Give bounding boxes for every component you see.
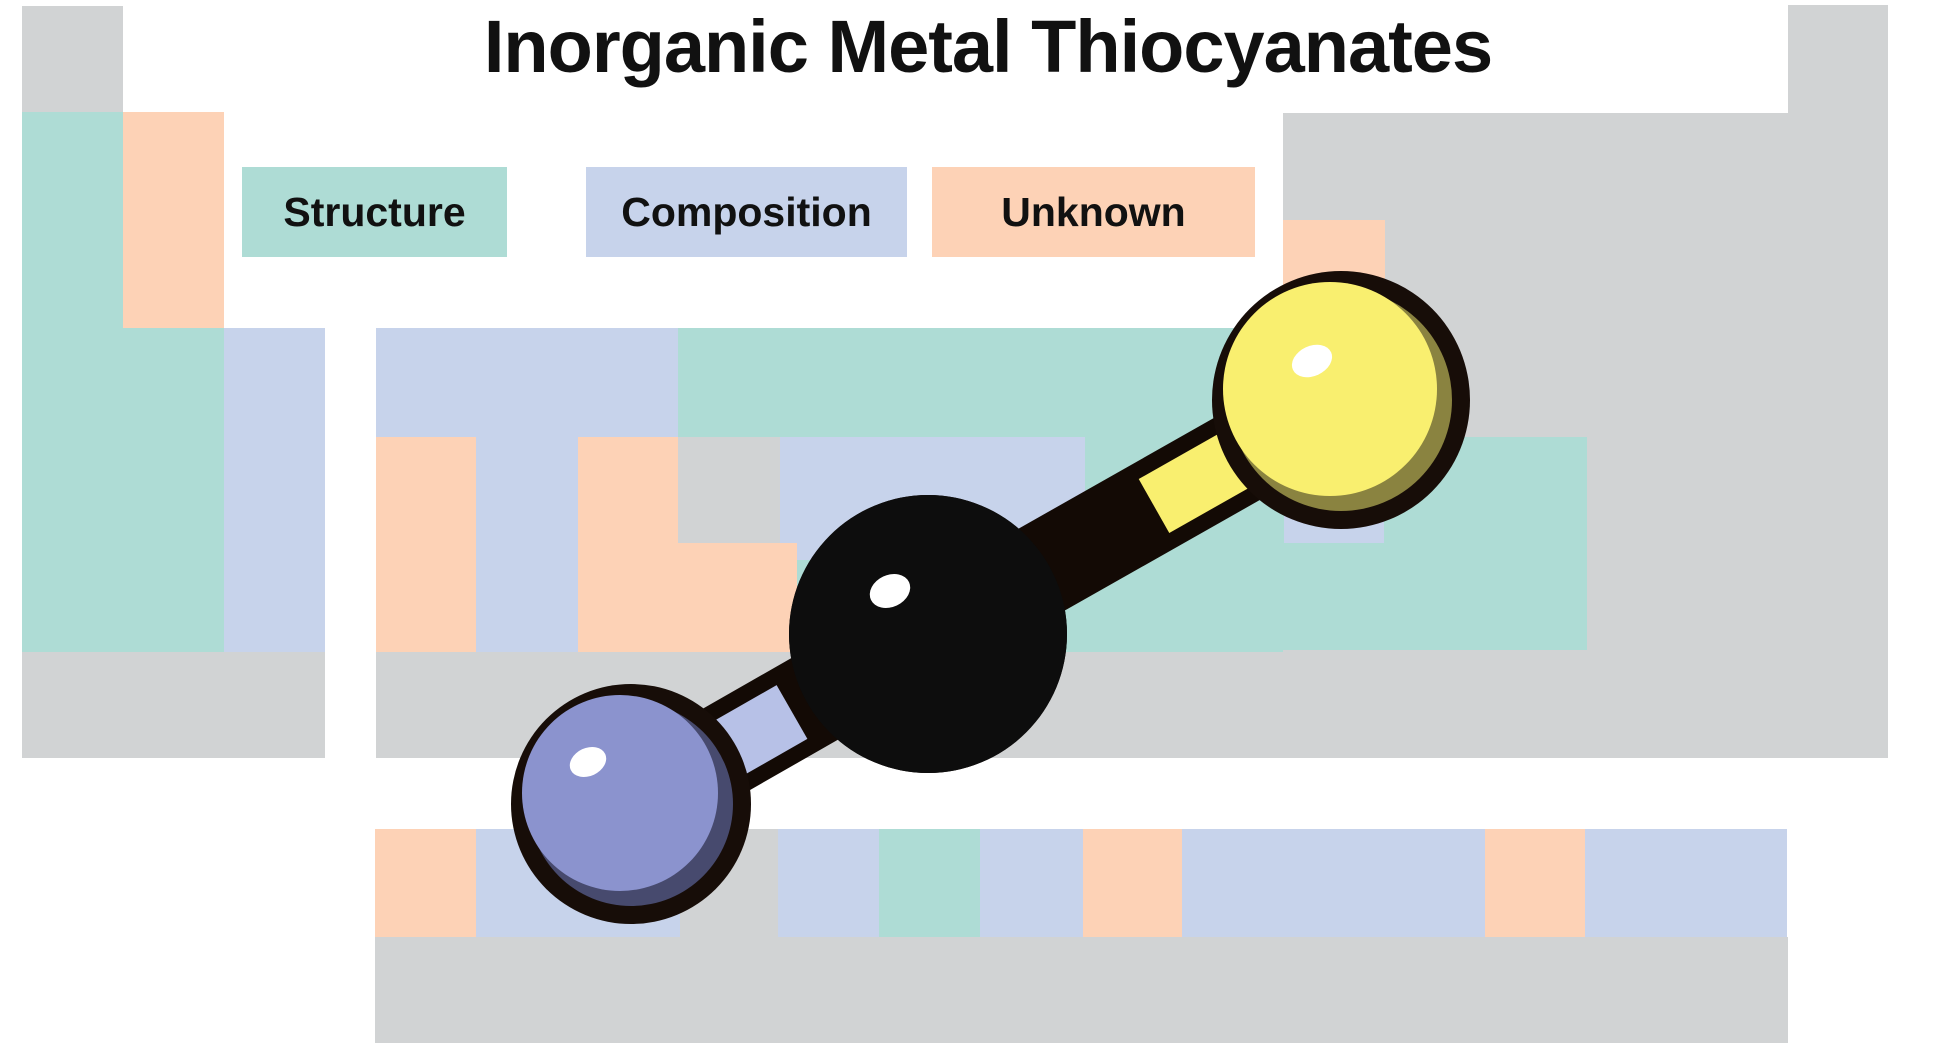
periodic-block-bottomrow-blue-5 [1585,829,1787,937]
legend-item-structure: Structure [242,167,507,257]
periodic-block-bottomrow-peach-3 [1485,829,1585,937]
legend-label: Unknown [1001,188,1186,235]
periodic-block-helium-column [1788,5,1888,113]
periodic-block-mid-peach-col-1 [376,437,476,652]
periodic-block-bottomrow-peach-1 [375,829,476,937]
page-title: Inorganic Metal Thiocyanates [483,5,1493,88]
periodic-block-mid-blue-block [780,437,1085,560]
periodic-block-group2-column [123,112,224,328]
legend-item-unknown: Unknown [932,167,1255,257]
legend-label: Composition [621,188,872,235]
periodic-block-bottomrow-teal-1 [879,829,980,937]
periodic-block-hydrogen-cell [22,6,123,112]
periodic-block-bottomrow-blue-1 [476,829,680,937]
periodic-block-right-gray-block [1283,113,1888,758]
periodic-block-bottomrow-gray-1 [680,829,778,937]
periodic-block-group1-column [22,112,123,328]
periodic-block-mid-gray-square [678,437,780,543]
periodic-block-mid-peach-col-2 [578,437,678,652]
periodic-block-left-footer [22,652,325,758]
periodic-block-right-blue-square [1284,462,1384,543]
periodic-block-left-blue-column [224,328,325,652]
periodic-block-bottomrow-gray-base [375,937,1788,1043]
periodic-block-bottomrow-blue-3 [980,829,1083,937]
periodic-block-bottomrow-blue-4 [1182,829,1485,937]
periodic-block-right-peach-square [1283,220,1385,320]
periodic-block-mid-footer [376,652,1283,758]
legend-item-composition: Composition [586,167,907,257]
legend-label: Structure [283,188,466,235]
periodic-block-bottomrow-peach-2 [1083,829,1182,937]
periodic-block-mid-blue-col-1 [476,437,578,652]
periodic-block-mid-top-blue-band [376,328,678,437]
periodic-block-mid-peach-strip [678,543,797,652]
periodic-block-left-lower-block [22,328,224,652]
periodic-block-bottomrow-blue-2 [778,829,879,937]
